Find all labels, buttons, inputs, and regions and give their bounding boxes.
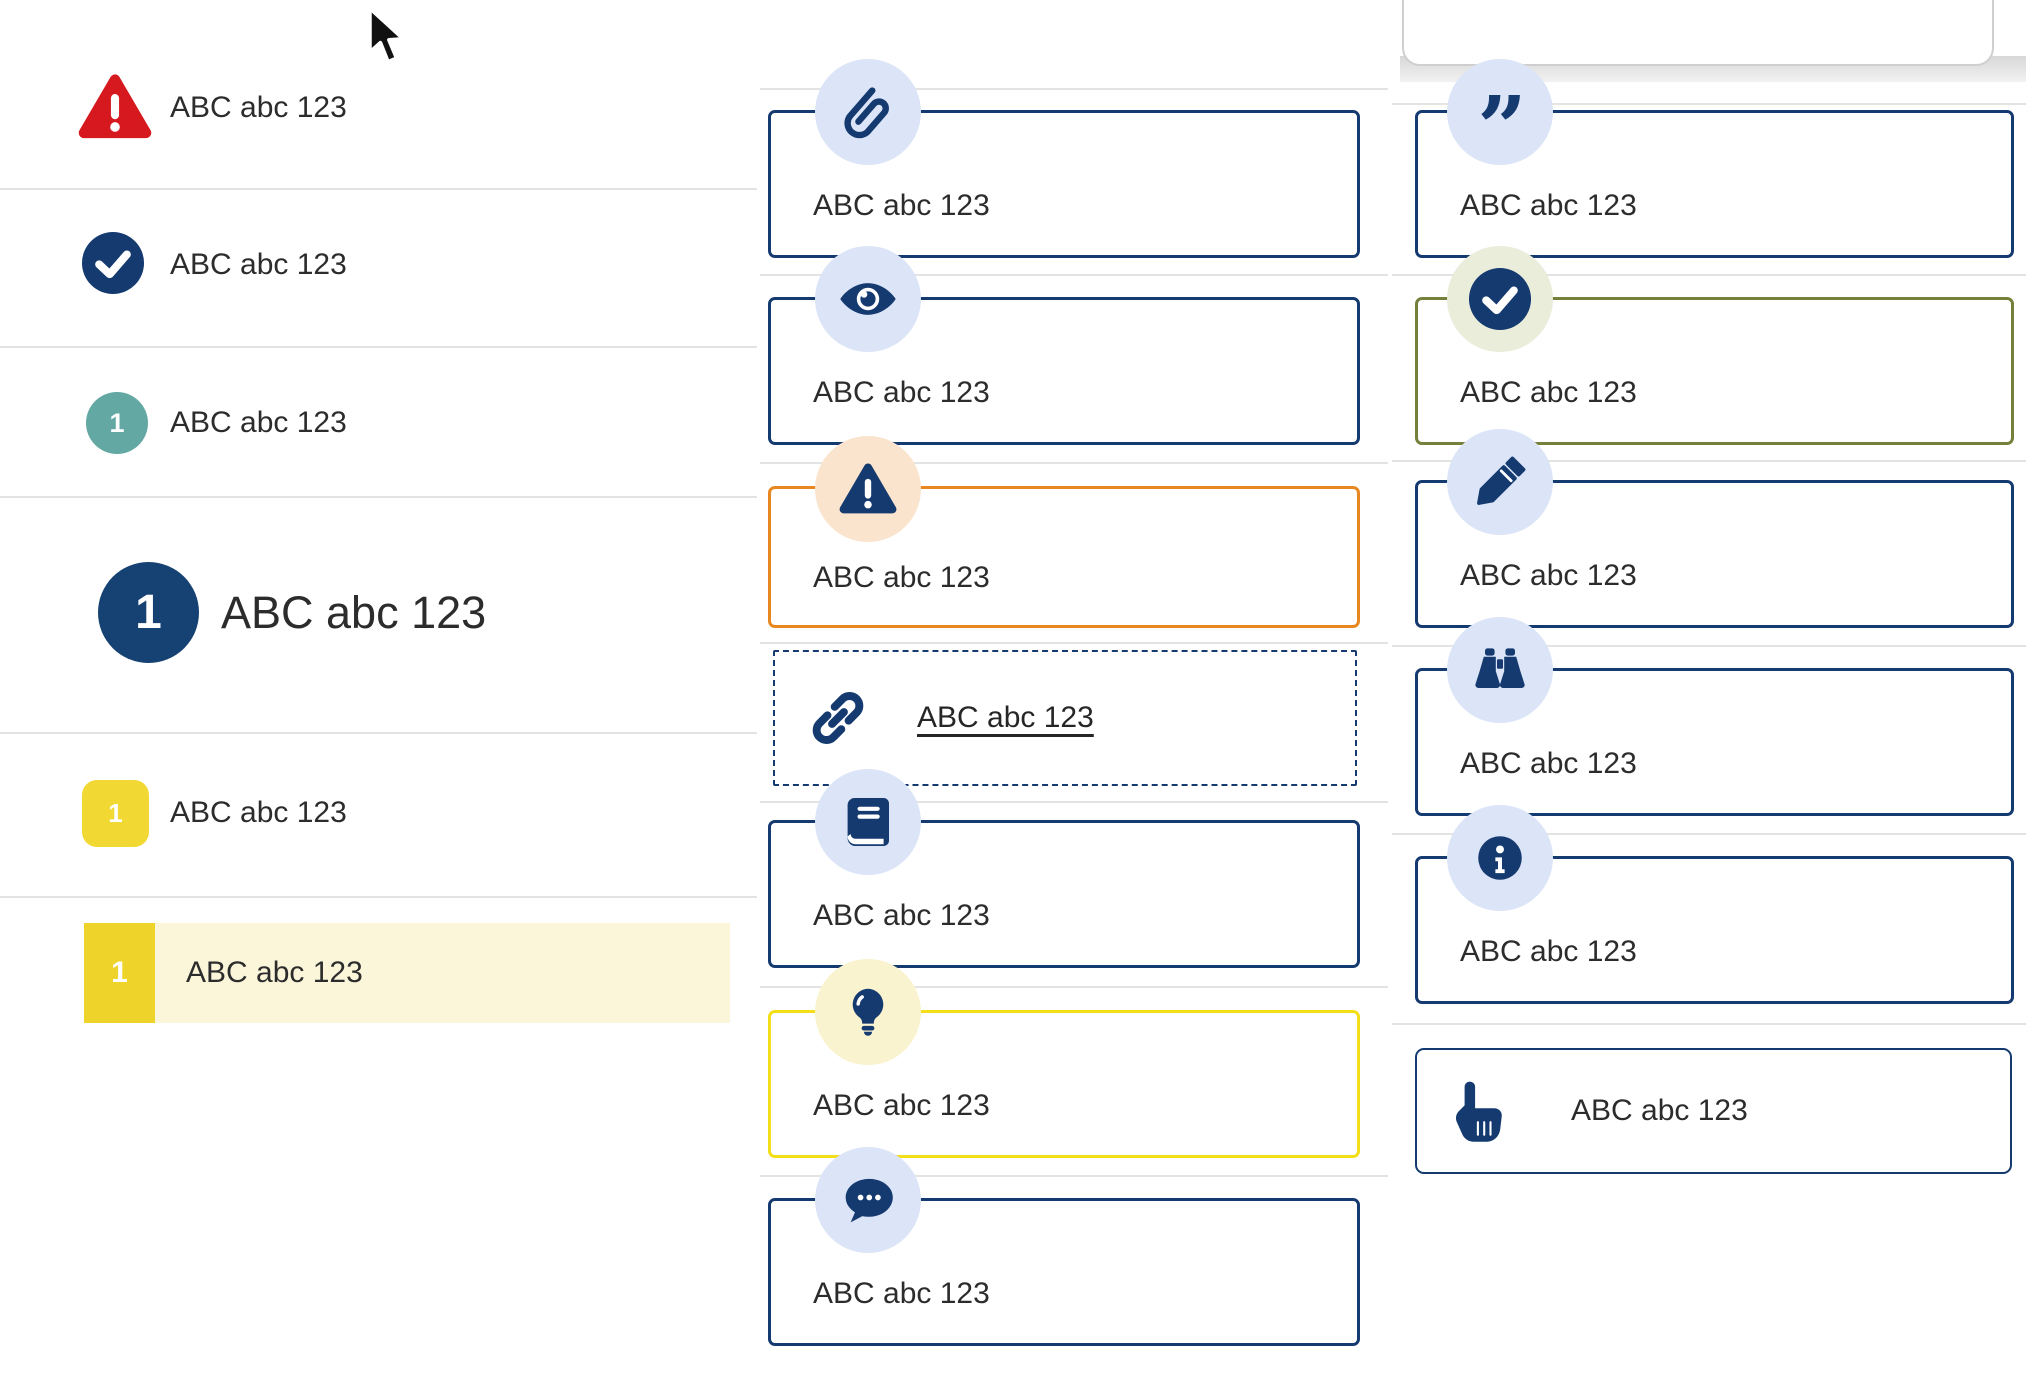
pencil-icon bbox=[1447, 429, 1553, 535]
left-row-separator bbox=[0, 346, 757, 348]
quote-icon: ” bbox=[1447, 59, 1553, 172]
callout-quote[interactable]: ABC abc 123 bbox=[1415, 110, 2014, 258]
callout-label: ABC abc 123 bbox=[813, 376, 990, 409]
callout-label: ABC abc 123 bbox=[1460, 559, 1637, 592]
callout-label: ABC abc 123 bbox=[1460, 935, 1637, 968]
callout-link[interactable]: ABC abc 123 bbox=[773, 650, 1357, 786]
list-item-label: ABC abc 123 bbox=[170, 406, 347, 439]
alert-triangle-icon bbox=[76, 70, 154, 144]
row-separator bbox=[1392, 833, 2026, 835]
badge-number: 1 bbox=[111, 956, 128, 989]
left-row-separator bbox=[0, 896, 757, 898]
callout-discussion[interactable]: ABC abc 123 bbox=[768, 1198, 1360, 1346]
callout-label: ABC abc 123 bbox=[1460, 747, 1637, 780]
hand-point-up-icon bbox=[1445, 1073, 1515, 1149]
check-circle-icon bbox=[80, 230, 146, 296]
yellow-number-marker-selected: 1 bbox=[84, 923, 155, 1023]
navy-number-badge-large: 1 bbox=[98, 562, 199, 663]
callout-label: ABC abc 123 bbox=[813, 189, 990, 222]
callout-action[interactable]: ABC abc 123 bbox=[1415, 1048, 2012, 1174]
badge-number: 1 bbox=[135, 586, 162, 639]
row-separator bbox=[1392, 1023, 2026, 1025]
row-separator bbox=[1392, 645, 2026, 647]
chat-bubble-icon bbox=[815, 1147, 921, 1253]
left-row-separator bbox=[0, 188, 757, 190]
list-item-label: ABC abc 123 bbox=[186, 956, 363, 989]
list-item-label: ABC abc 123 bbox=[170, 796, 347, 829]
link-icon bbox=[805, 685, 871, 751]
row-separator bbox=[760, 462, 1388, 464]
badge-number: 1 bbox=[108, 798, 123, 828]
binoculars-icon bbox=[1447, 617, 1553, 723]
callout-label: ABC abc 123 bbox=[1460, 376, 1637, 409]
row-separator bbox=[760, 642, 1388, 644]
row-separator bbox=[760, 88, 1388, 90]
list-item-label-large: ABC abc 123 bbox=[221, 587, 487, 638]
callout-label: ABC abc 123 bbox=[813, 561, 990, 594]
callout-label: ABC abc 123 bbox=[813, 1277, 990, 1310]
left-row-separator bbox=[0, 732, 757, 734]
check-circle-icon bbox=[1447, 246, 1553, 352]
highlighted-list-row[interactable]: 1 ABC abc 123 bbox=[84, 923, 730, 1023]
row-separator bbox=[760, 801, 1388, 803]
callout-label: ABC abc 123 bbox=[1460, 189, 1637, 222]
row-separator bbox=[1392, 274, 2026, 276]
teal-number-badge: 1 bbox=[86, 392, 148, 454]
row-separator bbox=[1392, 460, 2026, 462]
book-icon bbox=[815, 769, 921, 875]
row-separator bbox=[760, 274, 1388, 276]
badge-number: 1 bbox=[109, 407, 125, 438]
mouse-cursor bbox=[366, 6, 412, 68]
info-icon bbox=[1447, 805, 1553, 911]
list-item-label: ABC abc 123 bbox=[170, 91, 347, 124]
row-separator bbox=[760, 1175, 1388, 1177]
paperclip-icon bbox=[815, 59, 921, 165]
callout-link-text[interactable]: ABC abc 123 bbox=[917, 701, 1094, 734]
warning-triangle-icon bbox=[815, 436, 921, 542]
list-item-label: ABC abc 123 bbox=[170, 248, 347, 281]
eye-icon bbox=[815, 246, 921, 352]
callout-label: ABC abc 123 bbox=[813, 1089, 990, 1122]
row-separator bbox=[760, 986, 1388, 988]
yellow-number-marker: 1 bbox=[82, 780, 149, 847]
callout-label: ABC abc 123 bbox=[1571, 1094, 1748, 1127]
callout-label: ABC abc 123 bbox=[813, 899, 990, 932]
lightbulb-icon bbox=[815, 959, 921, 1065]
previous-card-edge bbox=[1402, 0, 1994, 66]
left-row-separator bbox=[0, 496, 757, 498]
row-separator bbox=[1392, 103, 2026, 105]
